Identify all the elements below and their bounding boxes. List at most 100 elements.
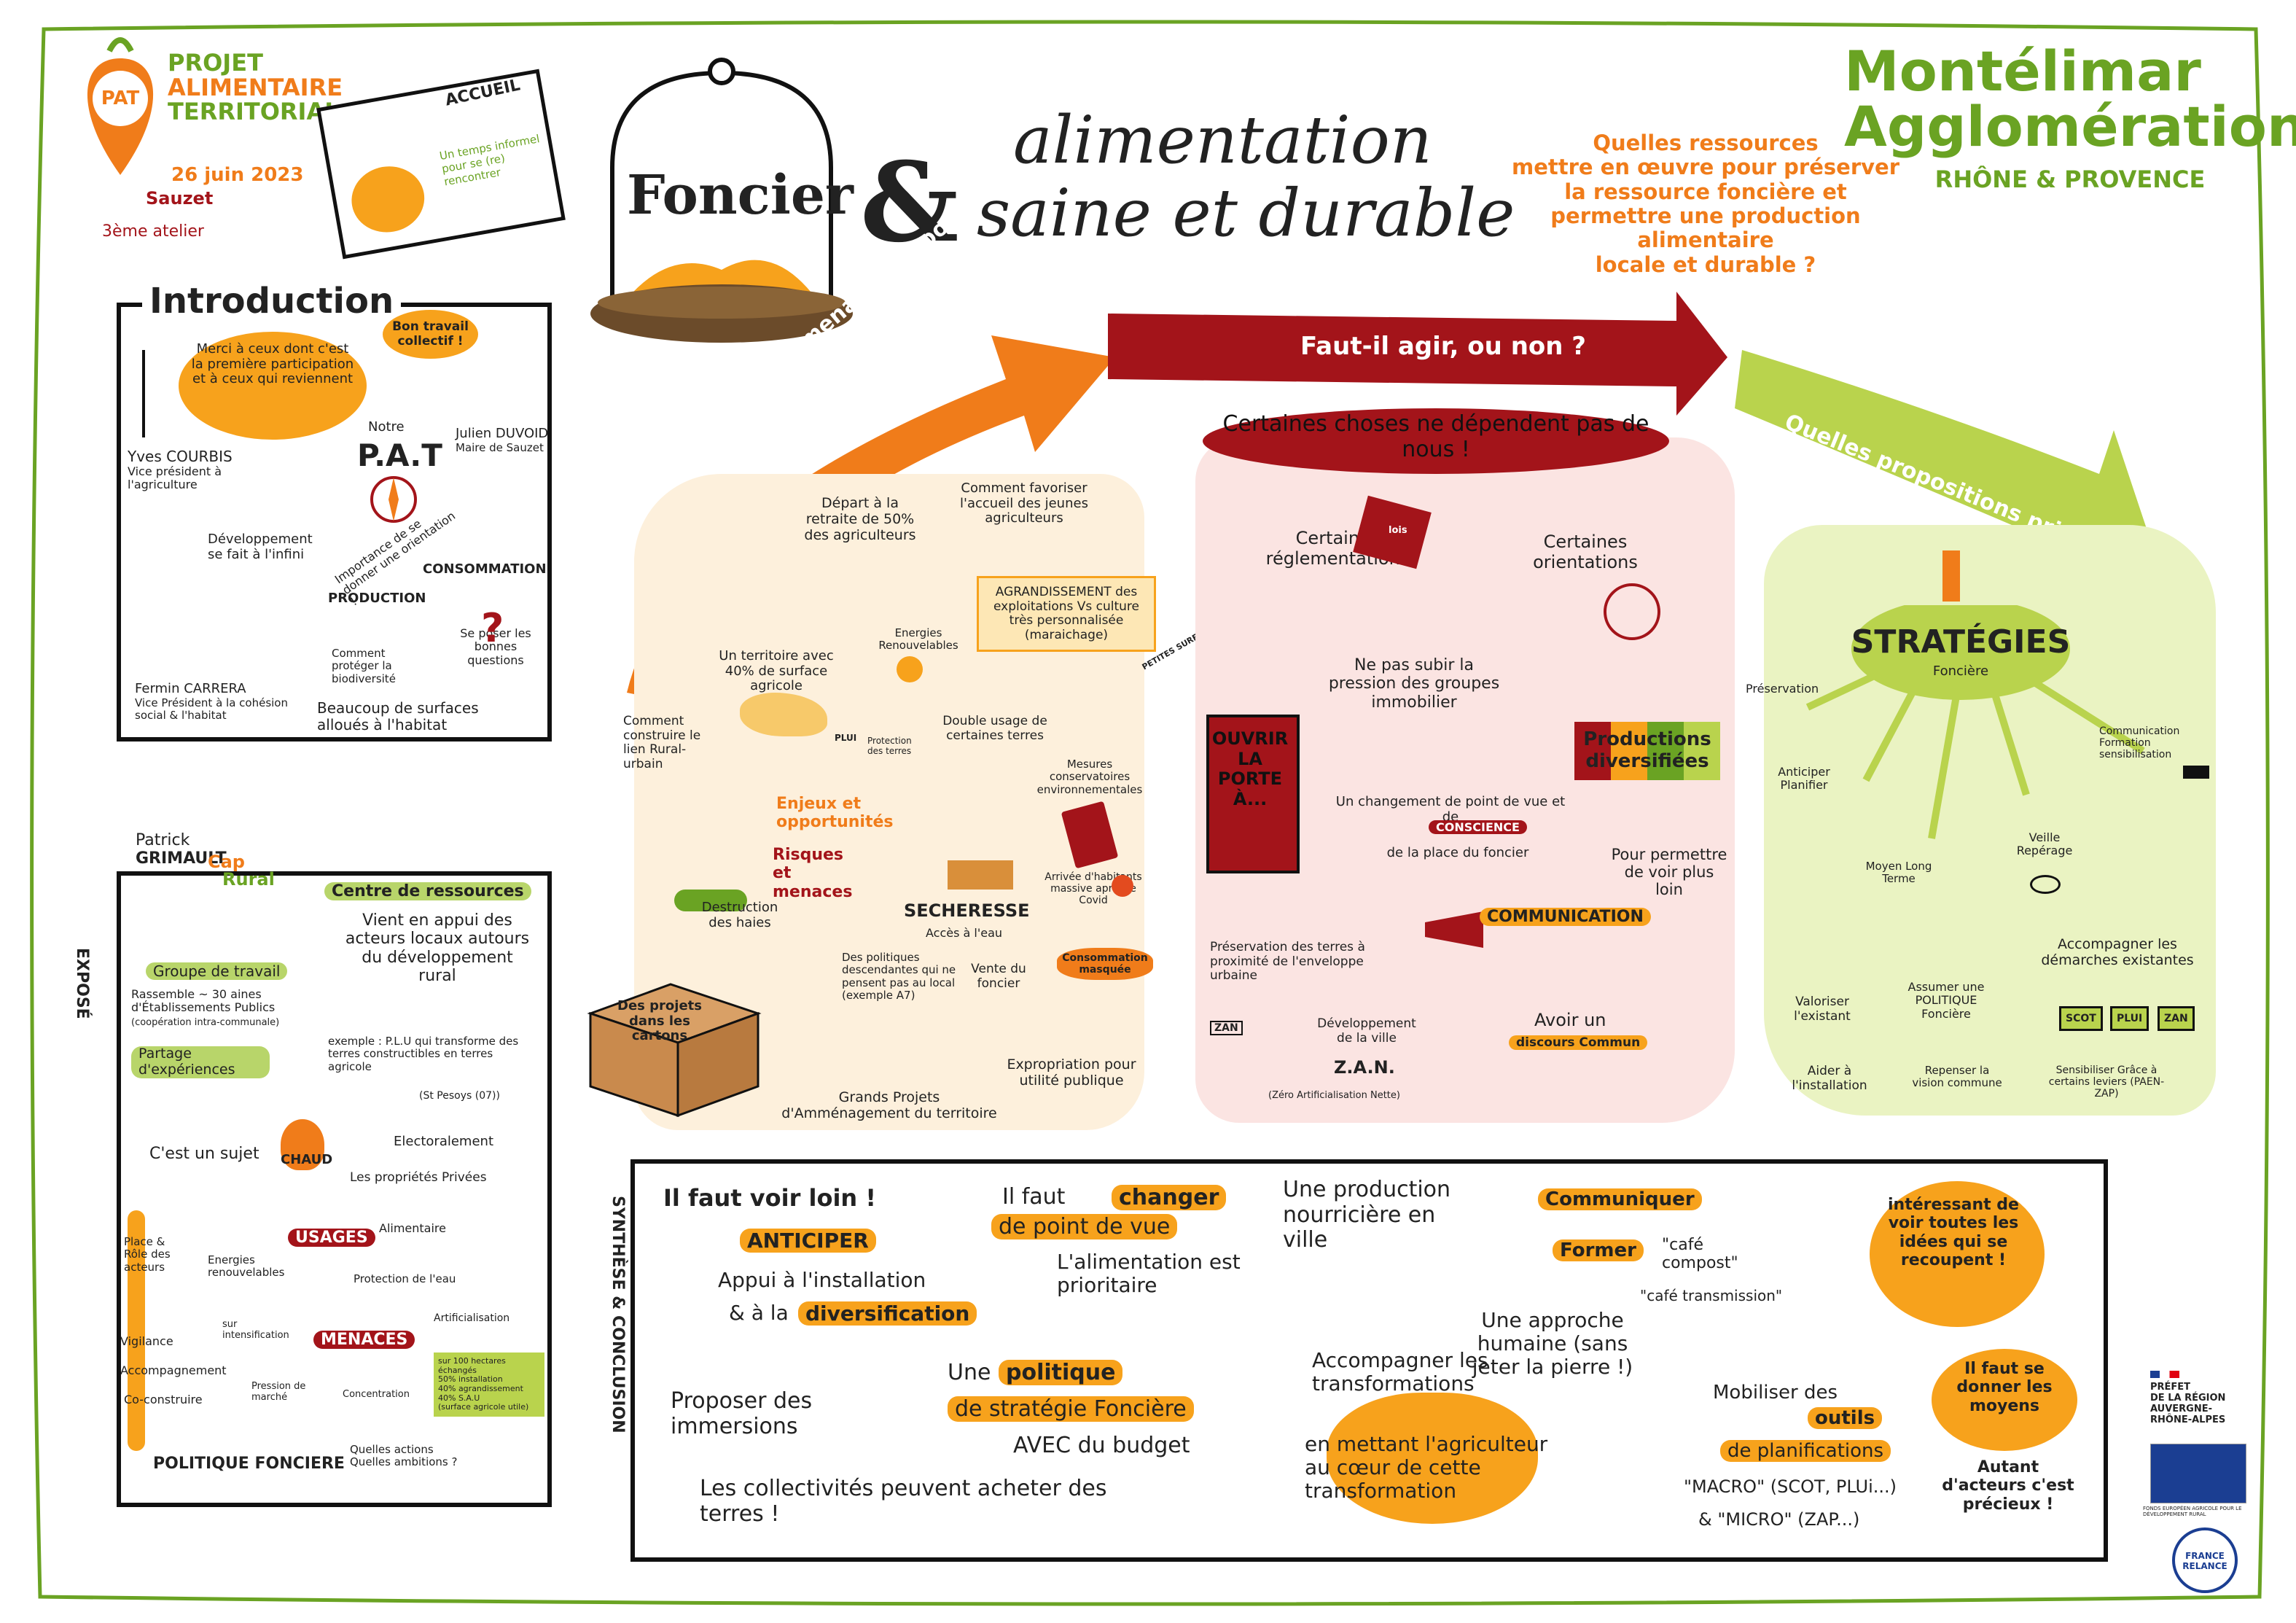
rose-compass-icon <box>1604 583 1660 640</box>
z2-conscience: CONSCIENCE <box>1429 820 1527 834</box>
s-c11-bubble <box>1932 1349 2077 1451</box>
intro-bubble2: Bon travail collectif ! <box>383 310 478 359</box>
eu-caption: FONDS EUROPÉEN AGRICOLE POUR LE DÉVELOPP… <box>2143 1506 2242 1518</box>
intro-pat: P.A.T <box>357 437 442 473</box>
s-c10-b: outils <box>1808 1407 1883 1429</box>
books-icon <box>1574 722 1720 780</box>
z1-energies: Energies Renouvelables <box>878 626 958 653</box>
z1-risques: Risques et menaces <box>773 846 853 901</box>
expose-label: EXPOSÉ <box>73 948 91 1019</box>
s-c9-c: en mettant l'agriculteur au cœur de cett… <box>1305 1432 1548 1503</box>
z1-grands: Grands Projets d'Amménagement du territo… <box>781 1089 997 1121</box>
z1-destruction: Destruction des haies <box>701 900 778 930</box>
s-c5: intéressant de voir toutes les idées qui… <box>1888 1196 2019 1269</box>
s-c4-a: Communiquer <box>1538 1188 1702 1210</box>
intro-bubble1: Merci à ceux dont c'est la première part… <box>179 332 367 440</box>
title-line2: saine et durable <box>977 175 1515 252</box>
arrow2-label: Faut-il agir, ou non ? <box>1300 332 1587 361</box>
z3-assumer: Assumer une POLITIQUE Foncière <box>1908 980 1985 1021</box>
pat-badge: PAT <box>101 87 140 109</box>
virus-icon <box>1112 875 1133 897</box>
z2-header: Certaines choses ne dépendent pas de nou… <box>1222 411 1649 462</box>
pat-logo: PAT PROJET ALIMENTAIRE TERRITORIAL <box>66 29 372 211</box>
z3-zan: ZAN <box>2158 1006 2195 1031</box>
graduation-cap-icon <box>2183 766 2209 779</box>
s-c7-c: de stratégie Foncière <box>948 1396 1194 1422</box>
cardboard-box-icon <box>587 983 762 1118</box>
s-c7-b: politique <box>999 1360 1123 1385</box>
z2-place-foncier: de la place du foncier <box>1386 845 1529 860</box>
z3-plui: PLUI <box>2110 1006 2149 1031</box>
z2-pour: Pour permettre de voir plus loin <box>1611 846 1727 899</box>
expose-coconst: Co-construire <box>124 1393 203 1406</box>
pat-line2: ALIMENTAIRE <box>168 73 343 101</box>
z2-lois: lois <box>1389 525 1407 536</box>
z1-depart: Départ à la retraite de 50% des agricult… <box>804 495 916 543</box>
expose-eau: Protection de l'eau <box>354 1272 456 1285</box>
title-ampersand: & <box>860 139 959 267</box>
brand-name1: Montélimar <box>1844 39 2201 104</box>
s-c1-a: ANTICIPER <box>740 1229 876 1253</box>
intro-title: Introduction <box>142 281 402 322</box>
lighthouse-icon <box>1942 550 1960 602</box>
z3-comm: Communication Formation sensibilisation <box>2099 725 2180 761</box>
expose-usages: USAGES <box>288 1229 375 1247</box>
z2-ouvrir: OUVRIR LA PORTE À... <box>1211 728 1289 809</box>
question-mark-icon: ? <box>481 605 504 651</box>
intro-notre: Notre <box>368 419 405 435</box>
fire-icon <box>281 1119 324 1170</box>
expose-electoral: Electoralement <box>394 1134 493 1149</box>
intro-conso: CONSOMMATION <box>423 561 547 577</box>
pat-line1: PROJET <box>168 49 263 77</box>
z2-comm: COMMUNICATION <box>1480 908 1651 926</box>
s-c1-c: & à la <box>729 1301 789 1325</box>
expose-menaces: MENACES <box>313 1331 415 1349</box>
z1-projets: Des projets dans les cartons <box>617 998 702 1044</box>
brand-sub: RHÔNE & PROVENCE <box>1934 166 2206 193</box>
z1-mesures: Mesures conservatoires environnementales <box>1036 758 1143 796</box>
s-c10-a: Mobiliser des <box>1713 1382 1838 1404</box>
meta-date: 26 juin 2023 <box>171 164 304 186</box>
intro-surfaces: Beaucoup de surfaces alloués à l'habitat <box>317 699 479 733</box>
expose-concentration: Concentration <box>343 1389 410 1400</box>
s-c4-b: Former <box>1553 1239 1644 1261</box>
expose-sujet: C'est un sujet <box>149 1145 259 1163</box>
z1-accueil-jeunes: Comment favoriser l'accueil des jeunes a… <box>960 480 1088 526</box>
z3-anticiper: Anticiper Planifier <box>1778 765 1830 793</box>
intro-dev: Développement se fait à l'infini <box>208 532 313 562</box>
s-c11: Il faut se donner les moyens <box>1956 1360 2053 1415</box>
s-c10-c: de planifications <box>1720 1440 1891 1462</box>
z2-zan: Z.A.N. <box>1334 1057 1395 1078</box>
expose-artif: Artificialisation <box>434 1312 510 1324</box>
z2-orient: Certaines orientations <box>1533 532 1638 572</box>
z1-expro: Expropriation pour utilité publique <box>1007 1056 1136 1089</box>
z2-productions: Productions diversifiées <box>1583 728 1711 772</box>
z3-strategies: STRATÉGIES <box>1851 623 2071 661</box>
title-foncier: Foncier <box>627 164 854 227</box>
vertical-orange-bar <box>128 1210 145 1451</box>
eu-flag-icon <box>2150 1444 2246 1503</box>
expose-privees: Les propriétés Privées <box>350 1170 487 1185</box>
intro-person1 <box>142 350 181 437</box>
s-c10-d: "MACRO" (SCOT, PLUi...) <box>1684 1476 1897 1497</box>
z2-preservation: Préservation des terres à proximité de l… <box>1210 940 1365 984</box>
intro-comment: Comment protéger la biodiversité <box>332 647 396 685</box>
s-c12: Autant d'acteurs c'est précieux ! <box>1942 1458 2074 1514</box>
z1-protection: Protection des terres <box>867 736 912 756</box>
z2-dev-ville: Développement de la ville <box>1317 1016 1416 1046</box>
meta-session: 3ème atelier <box>102 222 204 241</box>
expose-chaud: CHAUD <box>281 1152 333 1167</box>
door-book <box>1206 715 1300 873</box>
z1-plui: PLUI <box>835 733 857 743</box>
s-c4-cafe1: "café compost" <box>1662 1236 1738 1272</box>
z3-sensibiliser: Sensibiliser Grâce à certains leviers (P… <box>2048 1065 2165 1100</box>
z3-veille: Veille Repérage <box>2016 830 2073 858</box>
